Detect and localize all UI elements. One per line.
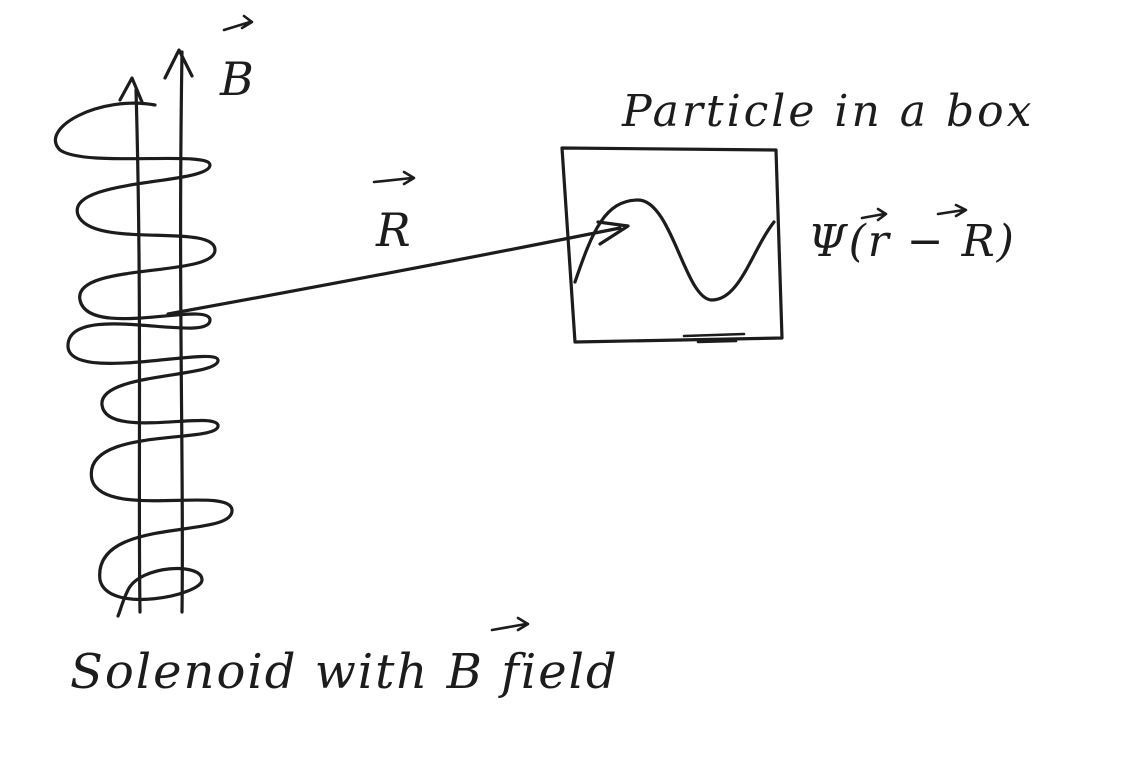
b-vector-arrow — [222, 14, 254, 32]
r-vector-arrow — [372, 170, 416, 186]
wavefunction-vector-arrows — [860, 203, 968, 222]
box-base-mark — [682, 332, 746, 344]
diagram-caption: Solenoid with B field — [70, 644, 619, 700]
wavefunction-label: Ψ(r − R) — [808, 216, 1016, 267]
box-title: Particle in a box — [621, 86, 1034, 137]
displacement-vector-arrow — [166, 220, 630, 316]
potential-box — [560, 146, 784, 344]
solenoid-axis — [134, 50, 185, 614]
wavefunction-curve — [573, 198, 776, 302]
b-field-arrows — [118, 48, 194, 104]
field-symbol: B — [219, 52, 254, 106]
displacement-symbol: R — [375, 203, 411, 257]
solenoid-coil — [53, 101, 234, 618]
caption-vector-arrow — [490, 616, 530, 632]
